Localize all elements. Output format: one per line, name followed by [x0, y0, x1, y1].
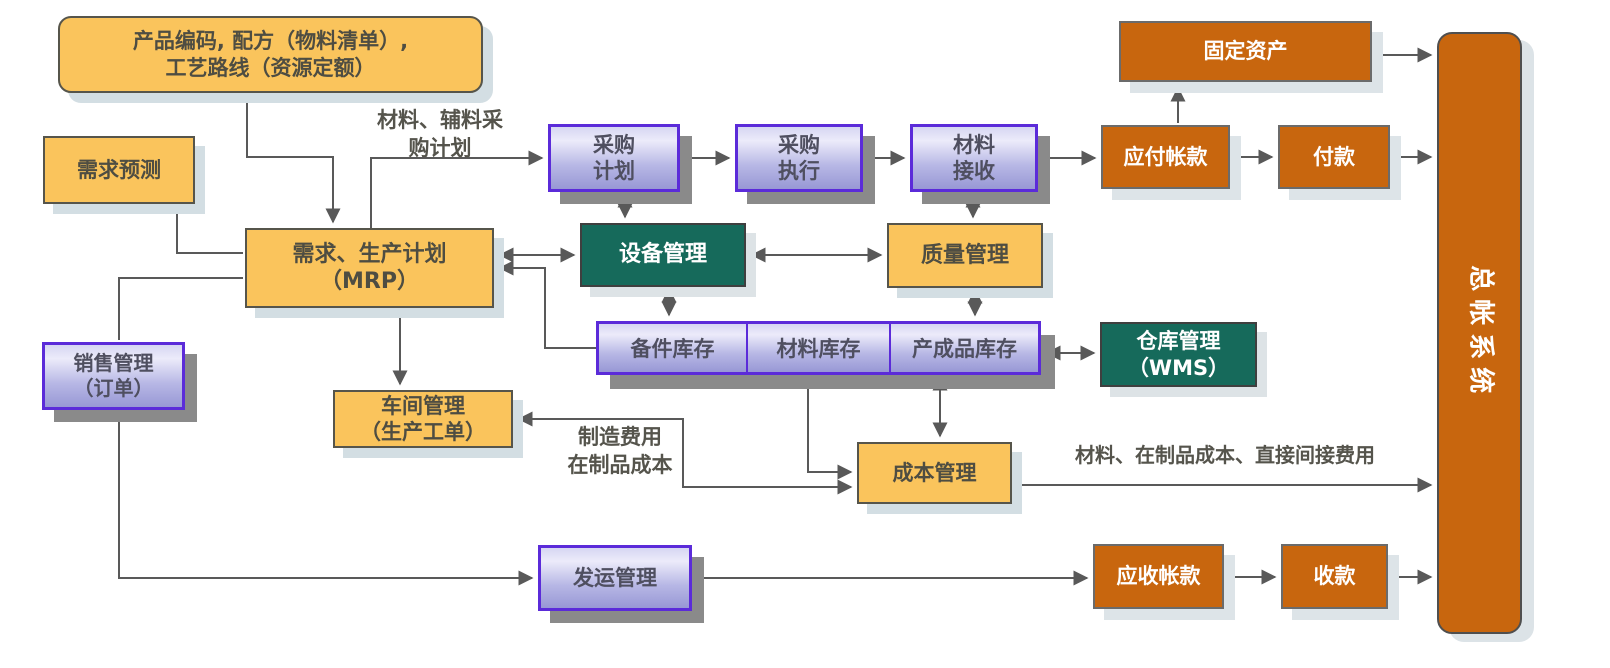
- box-sales: 销售管理 （订单）: [42, 342, 185, 410]
- edge-mrp-to-purchase-plan: [370, 150, 544, 228]
- box-material-receipt: 材料 接收: [910, 124, 1038, 192]
- edge-sales-to-shipping: [118, 412, 534, 586]
- box-receipt: 收款: [1281, 544, 1388, 609]
- edge-sales-to-mrp: [118, 277, 243, 340]
- edge-workshop-cost: [517, 411, 853, 495]
- label-cost-to-gl-flow: 材料、在制品成本、直接间接费用: [1075, 443, 1375, 467]
- box-fixed-assets: 固定资产: [1119, 21, 1372, 82]
- box-payment: 付款: [1278, 125, 1390, 189]
- box-quality: 质量管理: [887, 223, 1043, 288]
- label-mfg-cost-flow: 制造费用 在制品成本: [567, 425, 673, 478]
- box-shipping: 发运管理: [538, 545, 692, 611]
- box-workshop: 车间管理 （生产工单）: [333, 390, 513, 448]
- box-demand-forecast: 需求预测: [43, 136, 195, 204]
- label-purchase-plan-flow: 材料、辅料采 购计划: [377, 108, 503, 161]
- edge-inventory-to-mrp: [498, 260, 596, 349]
- inventory-cell-spares: 备件库存: [630, 337, 715, 361]
- box-general-ledger: 总帐系统: [1437, 32, 1522, 634]
- general-ledger-label: 总帐系统: [1464, 264, 1495, 402]
- edge-forecast-to-mrp: [176, 204, 243, 254]
- box-accounts-receivable: 应收帐款: [1093, 544, 1224, 609]
- box-purchase-plan: 采购 计划: [548, 124, 680, 192]
- edge-product-to-mrp: [246, 93, 341, 224]
- box-purchase-exec: 采购 执行: [735, 124, 863, 192]
- inventory-cell-finished-goods: 产成品库存: [889, 324, 1038, 372]
- box-accounts-payable: 应付帐款: [1101, 125, 1230, 189]
- box-equipment: 设备管理: [580, 223, 746, 287]
- box-product-info: 产品编码, 配方（物料清单）, 工艺路线（资源定额）: [58, 16, 483, 93]
- box-cost: 成本管理: [857, 442, 1012, 504]
- box-wms: 仓库管理 （WMS）: [1100, 322, 1257, 387]
- box-inventory: 备件库存 材料库存 产成品库存: [596, 321, 1041, 375]
- inventory-cell-materials: 材料库存: [746, 324, 889, 372]
- edge-materialstock-to-cost: [807, 377, 853, 480]
- box-mrp: 需求、生产计划 （MRP）: [245, 228, 494, 308]
